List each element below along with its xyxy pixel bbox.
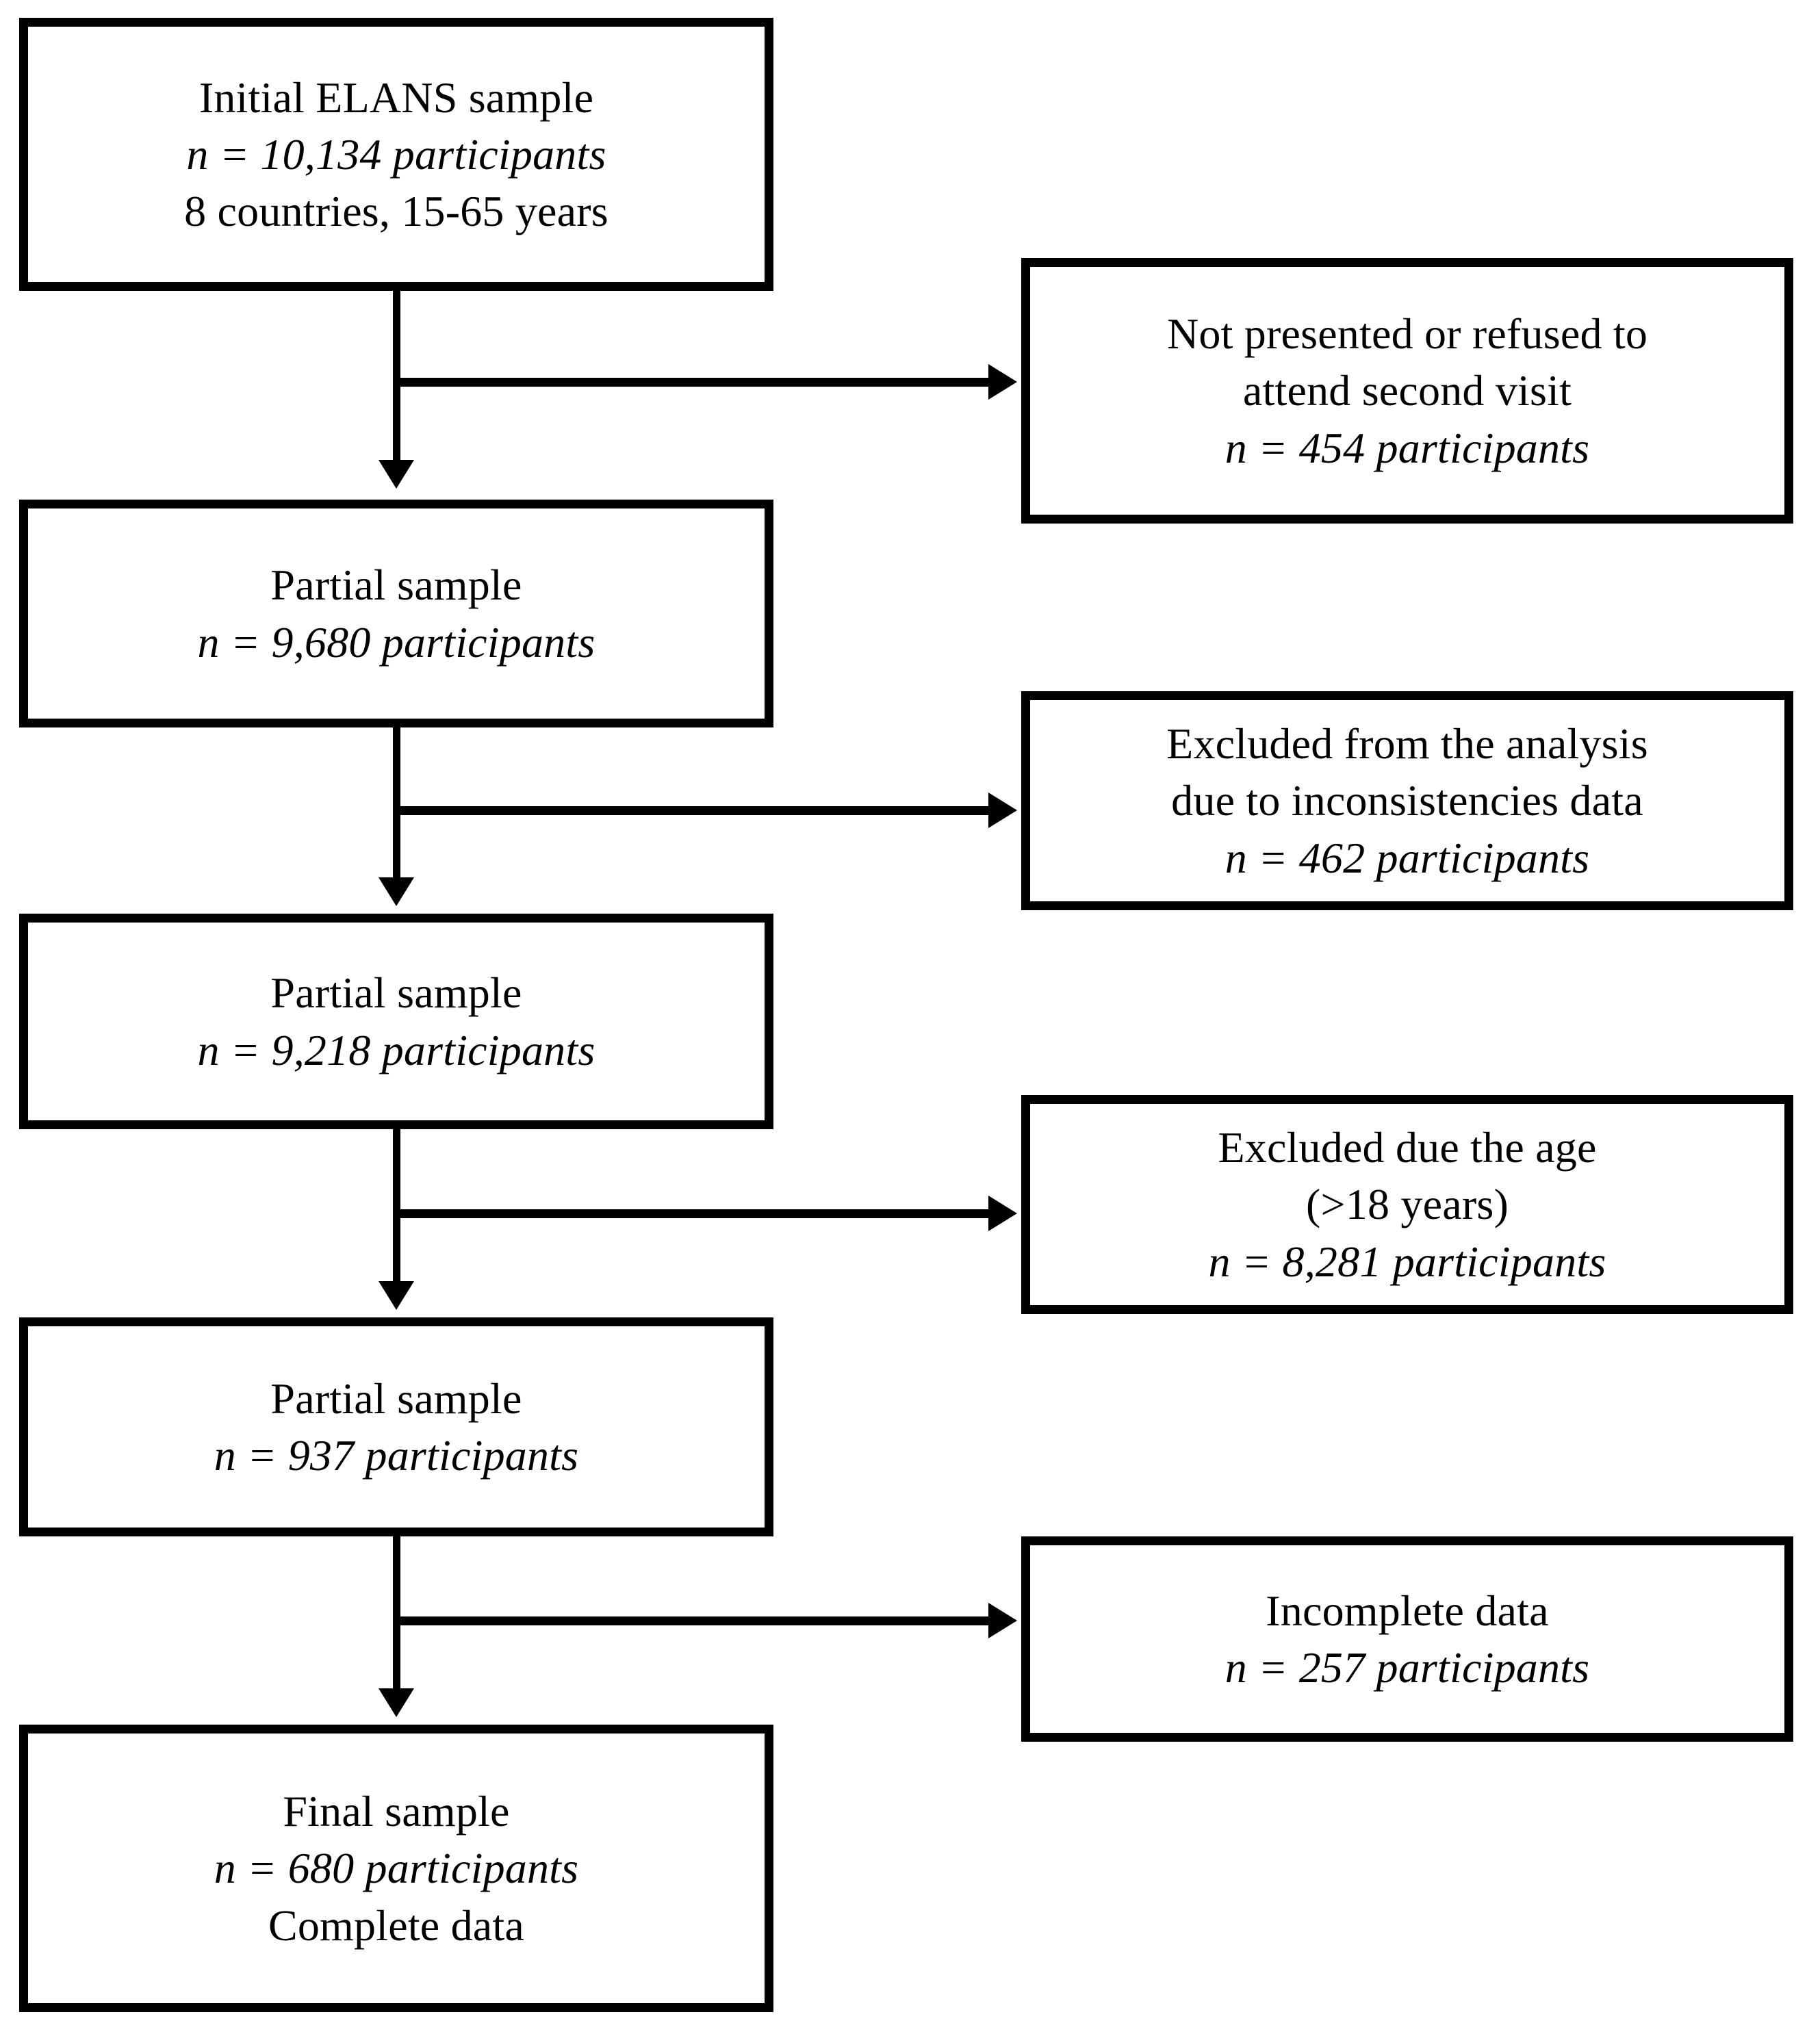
connector-vertical-3 bbox=[393, 1129, 400, 1288]
exclusion-node-age: Excluded due the age (>18 years) n = 8,2… bbox=[1021, 1095, 1793, 1314]
arrow-right-1 bbox=[988, 364, 1017, 400]
node-line: Final sample bbox=[283, 1787, 510, 1836]
node-line: n = 9,680 participants bbox=[197, 617, 595, 667]
node-line: n = 10,134 participants bbox=[186, 129, 606, 179]
connector-branch-3 bbox=[393, 1209, 988, 1218]
arrow-right-3 bbox=[988, 1196, 1017, 1231]
connector-branch-1 bbox=[393, 378, 988, 387]
flow-node-initial-sample: Initial ELANS sample n = 10,134 particip… bbox=[19, 18, 773, 291]
arrow-down-2 bbox=[379, 877, 414, 906]
arrow-right-2 bbox=[988, 793, 1017, 828]
node-line: Partial sample bbox=[270, 968, 522, 1018]
arrow-down-3 bbox=[379, 1281, 414, 1310]
arrow-right-4 bbox=[988, 1603, 1017, 1638]
arrow-down-4 bbox=[379, 1688, 414, 1717]
flow-node-partial-sample-1: Partial sample n = 9,680 participants bbox=[19, 500, 773, 727]
node-line: n = 257 participants bbox=[1225, 1643, 1590, 1692]
exclusion-node-inconsistencies: Excluded from the analysis due to incons… bbox=[1021, 691, 1793, 910]
connector-vertical-4 bbox=[393, 1536, 400, 1695]
node-line: n = 680 participants bbox=[214, 1844, 579, 1893]
node-line: Initial ELANS sample bbox=[198, 73, 594, 122]
node-line: n = 8,281 participants bbox=[1208, 1237, 1606, 1286]
connector-branch-4 bbox=[393, 1616, 988, 1625]
exclusion-node-not-presented: Not presented or refused to attend secon… bbox=[1021, 258, 1793, 524]
node-line: attend second visit bbox=[1242, 366, 1572, 415]
connector-branch-2 bbox=[393, 806, 988, 815]
node-line: (>18 years) bbox=[1306, 1180, 1509, 1229]
node-line: n = 462 participants bbox=[1225, 833, 1590, 882]
node-line: Incomplete data bbox=[1266, 1586, 1549, 1635]
node-line: due to inconsistencies data bbox=[1171, 776, 1643, 825]
node-line: Excluded due the age bbox=[1218, 1123, 1597, 1172]
node-line: Partial sample bbox=[270, 560, 522, 610]
arrow-down-1 bbox=[379, 460, 414, 489]
node-line: Excluded from the analysis bbox=[1166, 719, 1648, 769]
connector-vertical-1 bbox=[393, 291, 400, 460]
node-line: Complete data bbox=[268, 1900, 525, 1950]
node-line: n = 454 participants bbox=[1225, 423, 1590, 472]
node-line: n = 937 participants bbox=[214, 1431, 579, 1480]
node-line: Not presented or refused to bbox=[1166, 309, 1648, 359]
node-line: n = 9,218 participants bbox=[197, 1025, 595, 1074]
flow-node-partial-sample-2: Partial sample n = 9,218 participants bbox=[19, 914, 773, 1129]
node-line: 8 countries, 15-65 years bbox=[184, 187, 608, 236]
exclusion-node-incomplete-data: Incomplete data n = 257 participants bbox=[1021, 1536, 1793, 1742]
flow-node-partial-sample-3: Partial sample n = 937 participants bbox=[19, 1317, 773, 1536]
flow-node-final-sample: Final sample n = 680 participants Comple… bbox=[19, 1725, 773, 2012]
node-line: Partial sample bbox=[270, 1374, 522, 1423]
